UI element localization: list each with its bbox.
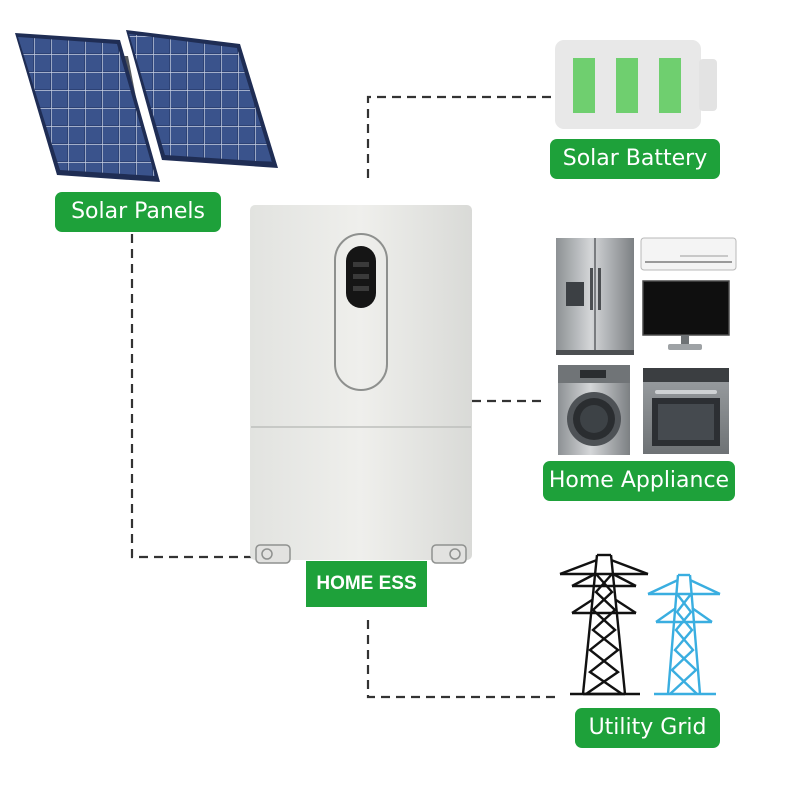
oven-icon: [643, 368, 729, 454]
blue-tower-icon: [647, 573, 721, 696]
connector-battery-to-ess: [366, 95, 552, 178]
home-ess-unit: [250, 205, 472, 564]
ess-wheels: [255, 544, 467, 564]
battery-bar-1: [573, 58, 595, 113]
refrigerator-icon: [556, 238, 634, 355]
solar-panels-illustration: [15, 30, 278, 182]
connector-lines: [130, 95, 560, 699]
solar-panels-label: Solar Panels: [55, 192, 221, 232]
utility-grid-illustration: [559, 553, 721, 696]
black-tower-icon: [559, 553, 649, 696]
battery-bar-3: [659, 58, 681, 113]
home-appliance-label: Home Appliance: [543, 461, 735, 501]
battery-icon: [555, 40, 717, 129]
home-ess-label: HOME ESS: [306, 561, 427, 607]
air-conditioner-icon: [640, 237, 737, 271]
connector-panels-to-ess: [130, 234, 258, 559]
tv-icon: [642, 280, 730, 350]
battery-bar-2: [616, 58, 638, 113]
connector-ess-to-grid: [366, 620, 560, 699]
washing-machine-icon: [558, 365, 630, 455]
utility-grid-label: Utility Grid: [575, 708, 720, 748]
home-appliances-illustration: [556, 237, 737, 455]
solar-battery-label: Solar Battery: [550, 139, 720, 179]
